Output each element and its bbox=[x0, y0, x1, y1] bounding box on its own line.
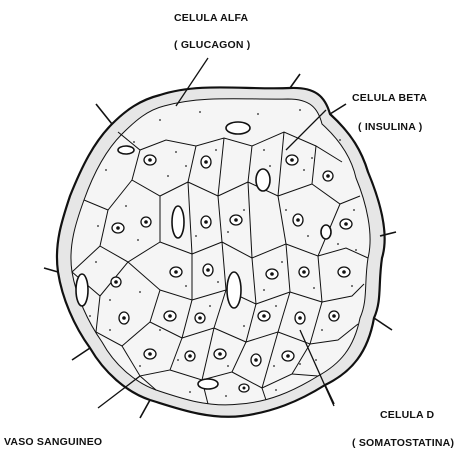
label-celula-beta: CELULA BETA bbox=[352, 92, 427, 104]
label-celula-alfa: CELULA ALFA bbox=[174, 12, 248, 24]
label-somatostatina: ( SOMATOSTATINA) bbox=[352, 437, 454, 449]
label-glucagon: ( GLUCAGON ) bbox=[174, 39, 250, 51]
label-vaso-sanguineo: VASO SANGUINEO bbox=[4, 436, 102, 448]
label-insulina: ( INSULINA ) bbox=[358, 121, 422, 133]
label-celula-d: CELULA D bbox=[380, 409, 434, 421]
